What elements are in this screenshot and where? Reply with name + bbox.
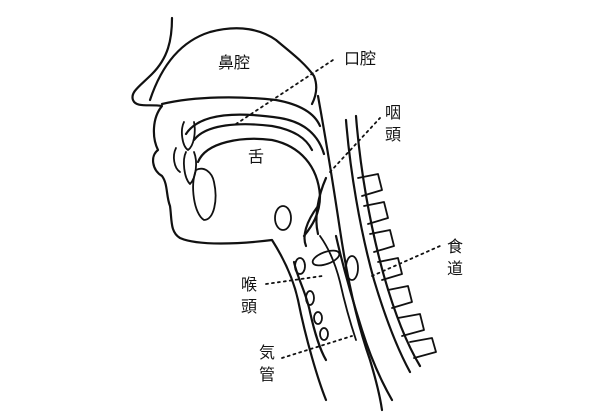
trachea-ring-3 [313, 311, 323, 325]
trachea-ring-4 [319, 327, 329, 341]
larynx-back [319, 235, 357, 341]
spinal-column-inner [354, 114, 422, 368]
trachea-ring-2 [305, 290, 315, 306]
larynx-front [292, 260, 328, 362]
upper-teeth [181, 121, 196, 151]
leader-trachea [281, 335, 353, 359]
face-profile-outline [131, 16, 328, 402]
leader-larynx [265, 275, 323, 285]
upper-teeth-2 [173, 147, 181, 173]
label-larynx: 喉頭 [240, 275, 257, 316]
trachea-ring-1 [294, 257, 306, 275]
label-tongue: 舌 [248, 147, 265, 166]
palate-inner [192, 123, 314, 152]
epiglottis-inner [303, 204, 320, 248]
nasal-cavity-outline [148, 27, 318, 106]
vocal-fold-1 [311, 249, 341, 267]
leader-pharynx [329, 117, 381, 173]
lower-jaw-bone [192, 167, 217, 221]
vertebra-1 [357, 173, 383, 197]
esophagus-wall [334, 234, 394, 402]
vertebra-5 [387, 285, 413, 309]
vertebra-7 [409, 337, 437, 359]
vertebra-3 [369, 229, 395, 253]
lower-teeth [183, 151, 197, 185]
vertebra-2 [363, 201, 389, 225]
soft-palate [184, 113, 326, 156]
hyoid-bone [274, 205, 292, 231]
hard-palate [160, 96, 322, 128]
label-trachea: 気管 [258, 343, 275, 384]
spinal-column-front [344, 118, 412, 374]
vertebra-6 [397, 313, 425, 337]
label-esophagus: 食道 [446, 237, 463, 278]
leader-esophagus [371, 245, 441, 277]
label-nasal-cavity: 鼻腔 [218, 53, 251, 72]
pharynx-back-wall [316, 94, 384, 412]
vertebra-4 [377, 257, 403, 281]
leader-oral-cavity [235, 57, 337, 125]
label-oral-cavity: 口腔 [344, 49, 377, 68]
label-pharynx: 咽頭 [384, 103, 401, 144]
